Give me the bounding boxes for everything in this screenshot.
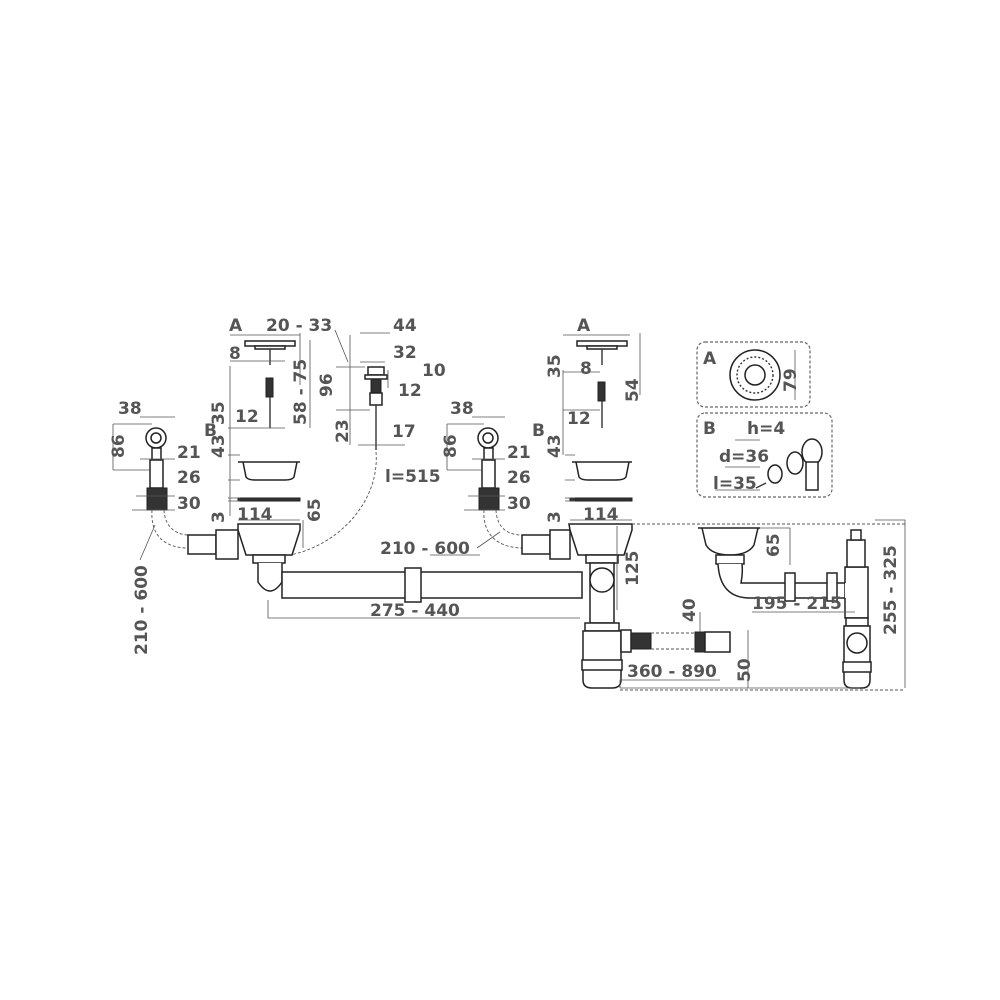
- right-stem-8: 8: [580, 359, 592, 379]
- side-view-siphon: [698, 527, 872, 689]
- inset-a-diameter: 79: [781, 368, 801, 392]
- remote-23: 23: [333, 419, 353, 443]
- left-overflow-label: B: [204, 421, 217, 441]
- side-range-255-325: 255 - 325: [881, 545, 901, 635]
- side-range-195-215: 195 - 215: [752, 594, 842, 614]
- inset-b-l: l=35: [713, 474, 757, 494]
- right-overflow-21: 21: [507, 443, 531, 463]
- remote-cable: [289, 451, 377, 556]
- right-overflow-label: B: [532, 421, 545, 441]
- right-basket-114: 114: [583, 505, 619, 525]
- side-basket-65: 65: [764, 533, 784, 557]
- right-dim-43: 43: [545, 434, 565, 458]
- left-overflow-38: 38: [118, 399, 142, 419]
- left-pipe-275-440: 275 - 440: [370, 601, 460, 621]
- left-stem-12: 12: [235, 407, 259, 427]
- remote-44: 44: [393, 316, 417, 336]
- right-outlet-50: 50: [735, 658, 755, 682]
- right-strainer-label: A: [577, 316, 591, 336]
- left-drain-assembly: [187, 523, 583, 603]
- remote-control-button: [364, 366, 388, 450]
- inset-b-d: d=36: [719, 447, 769, 467]
- left-basket-114: 114: [237, 505, 273, 525]
- left-strainer-plug: [244, 340, 296, 428]
- left-strainer-label: A: [229, 316, 243, 336]
- right-dim-3: 3: [545, 511, 565, 523]
- right-basket: [569, 461, 633, 502]
- right-overflow: [477, 427, 500, 511]
- left-overflow-hose: [151, 509, 189, 549]
- right-stem-12: 12: [567, 409, 591, 429]
- left-range-58-75: 58 - 75: [291, 359, 311, 425]
- remote-32: 32: [393, 343, 417, 363]
- inset-b-h: h=4: [747, 419, 785, 439]
- inset-b-overflow-parts: [755, 438, 823, 491]
- left-overflow-26: 26: [177, 468, 201, 488]
- right-strainer-plug: [576, 340, 628, 428]
- left-stem-8: 8: [229, 344, 241, 364]
- left-range-20-33: 20 - 33: [266, 316, 332, 336]
- right-range-360-890: 360 - 890: [627, 662, 717, 682]
- right-overflow-hose: [483, 509, 523, 549]
- right-outlet-40: 40: [680, 598, 700, 622]
- right-overflow-30: 30: [507, 494, 531, 514]
- left-overflow: [145, 427, 168, 511]
- remote-10: 10: [422, 361, 446, 381]
- left-dim-43: 43: [209, 434, 229, 458]
- left-dim-3: 3: [209, 511, 229, 523]
- right-dim-35: 35: [545, 354, 565, 378]
- inset-b-label: B: [703, 419, 716, 439]
- inset-a-label: A: [703, 349, 717, 369]
- left-dim-35: 35: [209, 401, 229, 425]
- right-overflow-26: 26: [507, 468, 531, 488]
- inset-a-strainer-top-view: [729, 349, 781, 401]
- left-overflow-21: 21: [177, 443, 201, 463]
- left-hose-210-600: 210 - 600: [132, 565, 152, 655]
- right-height-125: 125: [623, 551, 643, 587]
- right-hose-210-600: 210 - 600: [380, 539, 470, 559]
- left-overflow-86: 86: [109, 434, 129, 458]
- remote-cable-length: l=515: [385, 467, 441, 487]
- dimension-lines: [112, 329, 906, 689]
- left-basket-65: 65: [305, 498, 325, 522]
- inset-b-frame: [696, 412, 833, 498]
- right-dim-54: 54: [623, 378, 643, 402]
- left-overflow-30: 30: [177, 494, 201, 514]
- right-overflow-38: 38: [450, 399, 474, 419]
- right-overflow-86: 86: [441, 434, 461, 458]
- right-drain-assembly: [521, 523, 731, 689]
- remote-96: 96: [317, 373, 337, 397]
- remote-12: 12: [398, 381, 422, 401]
- remote-17: 17: [392, 422, 416, 442]
- left-basket: [237, 461, 301, 502]
